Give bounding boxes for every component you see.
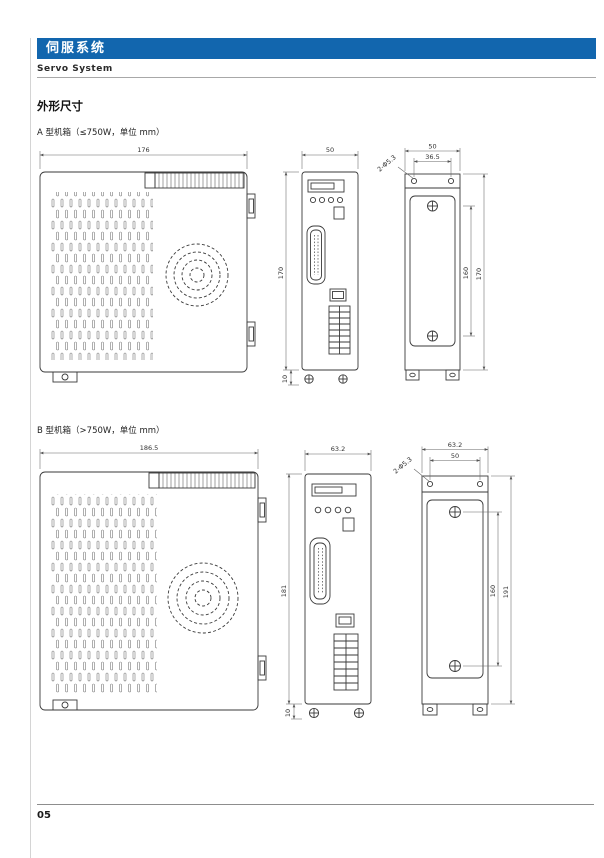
figure-b-drawing: 186.5	[39, 441, 515, 720]
figure-b-front-dim-lines	[286, 450, 372, 720]
terminal-block	[333, 633, 359, 691]
mounting-tabs	[246, 193, 256, 347]
foot-screws	[304, 374, 348, 384]
usb-port	[333, 206, 345, 220]
fan-grille-icon	[165, 243, 229, 307]
fan-grille-icon	[167, 562, 239, 634]
figure-a-caption: A 型机箱（≤750W，单位 mm）	[37, 128, 165, 138]
dim-b-back-height: 191	[502, 586, 510, 598]
dim-a-front-width: 50	[326, 146, 334, 154]
plate-screws	[427, 200, 438, 342]
bottom-connector-detail	[52, 699, 78, 711]
dim-b-front-bottom: 10	[284, 709, 292, 717]
dim-b-front-height: 181	[280, 585, 288, 597]
page-left-rule	[30, 38, 31, 858]
mounting-feet	[422, 703, 488, 716]
foot-screws	[308, 707, 365, 719]
figure-a-front-dim-lines	[283, 151, 359, 386]
page-footer: 05	[37, 804, 594, 821]
display-panel	[307, 179, 345, 193]
page-number: 05	[37, 810, 51, 821]
footer-rule	[37, 804, 594, 805]
dim-a-front-bottom: 10	[281, 375, 289, 383]
db-connector	[309, 537, 331, 605]
figure-b-side-dim-lines	[39, 449, 259, 469]
plate-screws	[449, 506, 461, 672]
dim-a-back-height: 170	[475, 268, 483, 280]
figure-a-back-dim-lines	[397, 148, 488, 371]
figure-b-front-view	[304, 473, 372, 719]
header-title: 伺服系统	[46, 41, 107, 56]
panel-buttons	[309, 196, 344, 204]
mounting-feet	[405, 369, 460, 381]
dim-b-back-hole-span: 50	[451, 452, 459, 460]
mounting-tabs	[257, 497, 267, 681]
dim-b-side-width: 186.5	[140, 444, 159, 452]
usb-port	[342, 517, 355, 532]
dim-b-back-width: 63.2	[448, 441, 462, 449]
section-title: 外形尺寸	[37, 99, 83, 113]
display-panel	[311, 483, 357, 497]
figure-b-caption: B 型机箱（>750W，单位 mm）	[37, 426, 165, 436]
dim-a-front-height: 170	[277, 267, 285, 279]
terminal-block	[328, 305, 351, 355]
dim-a-back-hole-height: 160	[462, 267, 470, 279]
header-rule	[37, 77, 596, 78]
dim-b-back-hole-height: 160	[489, 585, 497, 597]
dim-a-hole-label: 2-Φ5.3	[376, 153, 398, 173]
dim-a-side-width: 176	[137, 146, 149, 154]
dim-a-back-hole-span: 36.5	[425, 153, 439, 161]
figure-a-drawing: 176	[39, 143, 488, 386]
header-subtitle: Servo System	[37, 64, 113, 74]
dim-b-front-width: 63.2	[331, 445, 345, 453]
panel-buttons	[314, 506, 352, 514]
figure-b-side-view	[39, 471, 267, 711]
figure-b-back-view	[421, 475, 489, 716]
figure-a-front-view	[301, 171, 359, 384]
dim-b-hole-label: 2-Φ5.3	[392, 455, 414, 475]
document-page: 伺服系统 Servo System 外形尺寸 A 型机箱（≤750W，单位 mm…	[0, 38, 604, 858]
encoder-connector	[335, 613, 355, 628]
db-connector	[306, 225, 326, 285]
figure-a-side-view	[39, 171, 256, 383]
figure-a-side-dim-lines	[39, 151, 248, 169]
encoder-connector	[329, 288, 347, 302]
header-title-bar: 伺服系统	[37, 38, 596, 59]
dim-a-back-width: 50	[428, 143, 436, 151]
figure-a-back-view	[404, 173, 461, 381]
bottom-connector-detail	[52, 371, 78, 383]
figure-b-back-dim-lines	[413, 446, 515, 705]
